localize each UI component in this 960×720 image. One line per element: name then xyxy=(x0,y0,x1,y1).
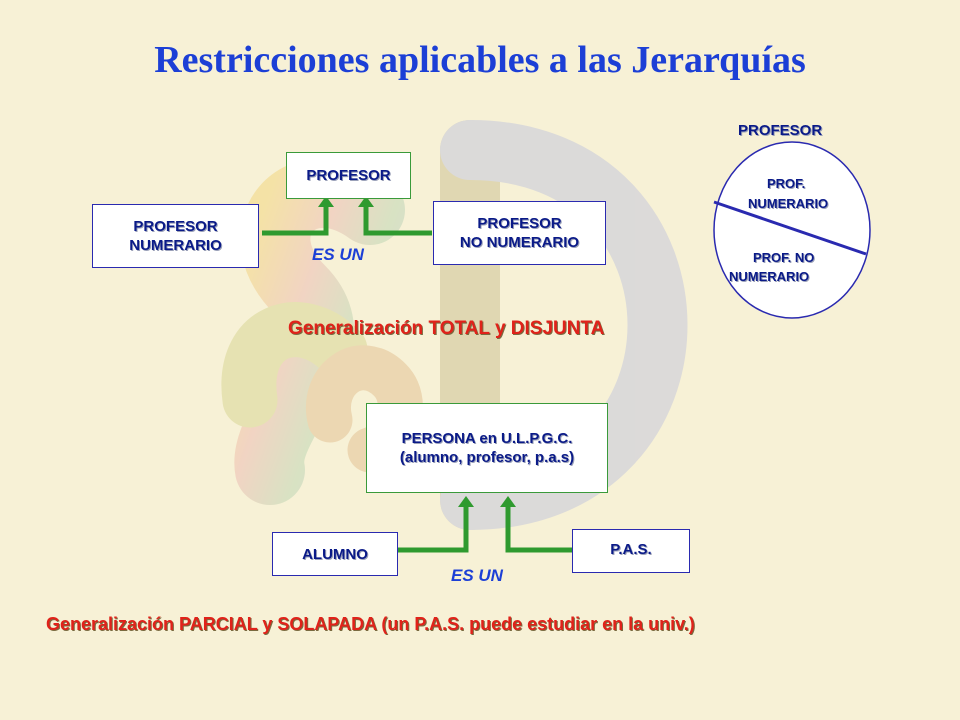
box-label-line-2: NUMERARIO xyxy=(129,237,222,254)
venn-divider xyxy=(713,200,867,256)
connector-left-bottom xyxy=(396,505,469,553)
caption-parcial-solapada: Generalización PARCIAL y SOLAPADA (un P.… xyxy=(46,614,695,634)
venn-region-bottom-line-1: PROF. NO xyxy=(753,250,815,265)
venn-region-top-line-2: NUMERARIO xyxy=(748,196,829,211)
box-label: ALUMNO xyxy=(302,545,368,563)
profesor-numerario-box: PROFESOR NUMERARIO xyxy=(92,204,259,268)
pas-box: P.A.S. xyxy=(572,529,690,573)
connector-left-top xyxy=(262,205,329,236)
arrowhead xyxy=(358,196,374,207)
box-label: P.A.S. xyxy=(610,541,652,558)
venn-title: PROFESOR xyxy=(738,122,823,139)
box-label-line-2: (alumno, profesor, p.a.s) xyxy=(399,449,575,466)
arrowhead xyxy=(318,196,334,207)
arrowhead xyxy=(500,496,516,507)
box-label-line-1: PERSONA en U.L.P.G.C. xyxy=(401,430,573,447)
venn-region-bottom-line-2: NUMERARIO xyxy=(729,269,810,284)
box-label-line-1: PROFESOR xyxy=(133,218,218,235)
es-un-label-bottom: ES UN xyxy=(451,566,503,585)
box-label-line-1: PROFESOR xyxy=(477,215,562,232)
page-title: Restricciones aplicables a las Jerarquía… xyxy=(154,39,806,81)
arrowhead xyxy=(458,496,474,507)
es-un-label-top: ES UN xyxy=(312,245,364,264)
caption-total-disjunta: Generalización TOTAL y DISJUNTA xyxy=(288,318,605,339)
persona-super-box: PERSONA en U.L.P.G.C. (alumno, profesor,… xyxy=(366,403,608,493)
profesor-super-box: PROFESOR xyxy=(286,152,411,199)
alumno-box: ALUMNO xyxy=(272,532,398,576)
box-label-line-2: NO NUMERARIO xyxy=(459,234,580,251)
connector-right-bottom xyxy=(505,505,572,553)
venn-region-top-line-1: PROF. xyxy=(767,176,806,191)
box-label: PROFESOR xyxy=(306,167,391,184)
connector-right-top xyxy=(363,205,432,236)
profesor-no-numerario-box: PROFESOR NO NUMERARIO xyxy=(433,201,606,265)
